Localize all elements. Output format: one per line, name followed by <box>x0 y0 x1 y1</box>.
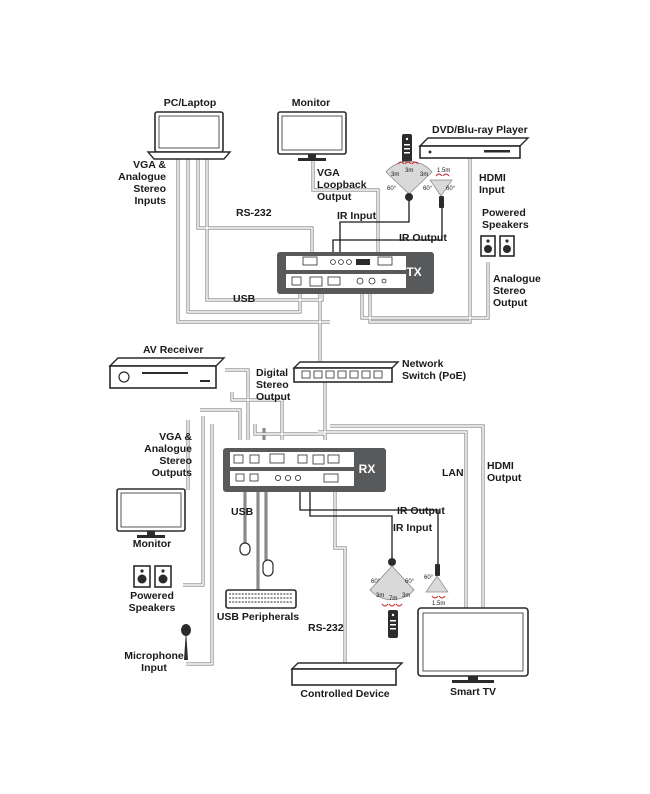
svg-text:Stereo: Stereo <box>256 379 289 391</box>
digital-stereo-output-label: Digital Stereo Output <box>256 367 291 403</box>
svg-text:7m: 7m <box>389 596 397 602</box>
monitor-top-label: Monitor <box>292 97 331 109</box>
lan-label: LAN <box>442 467 464 479</box>
svg-text:1.5m: 1.5m <box>432 601 445 607</box>
usb-bottom-label: USB <box>231 506 254 518</box>
monitor-top-icon <box>277 111 347 161</box>
svg-text:60°: 60° <box>387 186 397 192</box>
svg-text:Output: Output <box>493 297 528 309</box>
svg-text:Output: Output <box>256 391 291 403</box>
svg-text:Powered: Powered <box>130 590 174 602</box>
tx-label: TX <box>406 265 421 279</box>
monitor-bottom-label: Monitor <box>133 538 172 550</box>
remote-control-top-icon <box>402 134 412 162</box>
svg-text:HDMI: HDMI <box>487 460 514 472</box>
svg-text:VGA &: VGA & <box>159 431 192 443</box>
svg-text:Analogue: Analogue <box>493 273 541 285</box>
microphone-input-label: Microphone Input <box>124 650 184 674</box>
av-receiver-icon <box>108 357 226 389</box>
svg-text:3m: 3m <box>391 172 399 178</box>
svg-text:Microphone: Microphone <box>124 650 184 662</box>
speakers-bottom-icon <box>133 565 172 588</box>
svg-text:1.5m: 1.5m <box>437 168 450 174</box>
ir-wires <box>299 198 443 568</box>
analogue-stereo-output-label: Analogue Stereo Output <box>493 273 541 309</box>
rs232-bottom-label: RS-232 <box>308 622 344 634</box>
ir-input-bottom-label: IR Input <box>393 522 433 534</box>
ir-output-bottom-label: IR Output <box>397 505 445 517</box>
usb-top-label: USB <box>233 293 256 305</box>
svg-text:Speakers: Speakers <box>482 219 529 231</box>
svg-text:Outputs: Outputs <box>152 467 192 479</box>
usb-mouse-icon <box>239 542 274 577</box>
usb-keyboard-icon <box>225 589 297 609</box>
svg-text:Network: Network <box>402 358 444 370</box>
svg-text:Speakers: Speakers <box>129 602 176 614</box>
laptop-icon <box>146 111 232 160</box>
ir-emitter-bottom-icon: 60° 1.5m <box>424 564 449 607</box>
hdmi-output-label: HDMI Output <box>487 460 522 484</box>
svg-text:Inputs: Inputs <box>135 195 167 207</box>
ir-output-top-label: IR Output <box>399 232 447 244</box>
ir-input-top-label: IR Input <box>337 210 377 222</box>
svg-text:Digital: Digital <box>256 367 288 379</box>
powered-speakers-label-top: Powered Speakers <box>482 207 529 231</box>
svg-text:Analogue: Analogue <box>144 443 192 455</box>
hdmi-input-label: HDMI Input <box>479 172 506 196</box>
svg-text:Stereo: Stereo <box>159 455 192 467</box>
remote-control-bottom-icon <box>388 610 398 638</box>
pc-laptop-label: PC/Laptop <box>164 97 217 109</box>
rs232-top-label: RS-232 <box>236 207 272 219</box>
ir-receiver-top-icon: 3m 3m 3m 60° 60° <box>385 160 433 201</box>
dvd-player-icon <box>418 137 530 159</box>
svg-text:Stereo: Stereo <box>133 183 166 195</box>
svg-text:Analogue: Analogue <box>118 171 166 183</box>
monitor-bottom-icon <box>116 488 186 538</box>
rx-label: RX <box>359 462 376 476</box>
svg-text:Powered: Powered <box>482 207 526 219</box>
svg-text:60°: 60° <box>371 579 381 585</box>
controlled-device-label: Controlled Device <box>300 688 389 700</box>
network-switch-icon <box>292 361 400 383</box>
svg-text:VGA: VGA <box>317 167 340 179</box>
microphone-icon <box>181 624 191 660</box>
dvd-player-label: DVD/Blu-ray Player <box>432 124 528 136</box>
ir-receiver-bottom-icon: 60° 60° 3m 7m 3m <box>369 558 415 607</box>
svg-text:3m: 3m <box>405 168 413 174</box>
svg-text:Input: Input <box>141 662 167 674</box>
svg-text:60°: 60° <box>423 186 433 192</box>
svg-text:60°: 60° <box>424 575 434 581</box>
vga-inputs-label: VGA & Analogue Stereo Inputs <box>118 159 166 207</box>
vga-outputs-label: VGA & Analogue Stereo Outputs <box>144 431 192 479</box>
vga-loopback-label: VGA Loopback Output <box>317 167 367 203</box>
svg-text:60°: 60° <box>405 579 415 585</box>
network-switch-label: Network Switch (PoE) <box>402 358 466 382</box>
cable-cores <box>177 156 489 668</box>
svg-text:Loopback: Loopback <box>317 179 367 191</box>
svg-text:3m: 3m <box>420 172 428 178</box>
svg-text:HDMI: HDMI <box>479 172 506 184</box>
svg-text:Output: Output <box>487 472 522 484</box>
svg-text:3m: 3m <box>402 593 410 599</box>
speakers-top-icon <box>480 235 515 257</box>
svg-text:VGA &: VGA & <box>133 159 166 171</box>
usb-peripherals-label: USB Peripherals <box>217 611 299 623</box>
smart-tv-label: Smart TV <box>450 686 496 698</box>
powered-speakers-label-bottom: Powered Speakers <box>129 590 176 614</box>
smart-tv-icon <box>417 607 529 683</box>
ir-emitter-top-icon: 1.5m 60° <box>429 168 456 208</box>
svg-text:Output: Output <box>317 191 352 203</box>
rx-unit: RX <box>223 448 386 492</box>
svg-text:Switch (PoE): Switch (PoE) <box>402 370 466 382</box>
svg-text:Input: Input <box>479 184 505 196</box>
svg-text:Stereo: Stereo <box>493 285 526 297</box>
av-receiver-label: AV Receiver <box>143 344 204 356</box>
tx-unit: TX <box>277 252 434 294</box>
svg-text:60°: 60° <box>446 186 456 192</box>
svg-text:3m: 3m <box>376 593 384 599</box>
controlled-device-icon <box>290 662 404 686</box>
